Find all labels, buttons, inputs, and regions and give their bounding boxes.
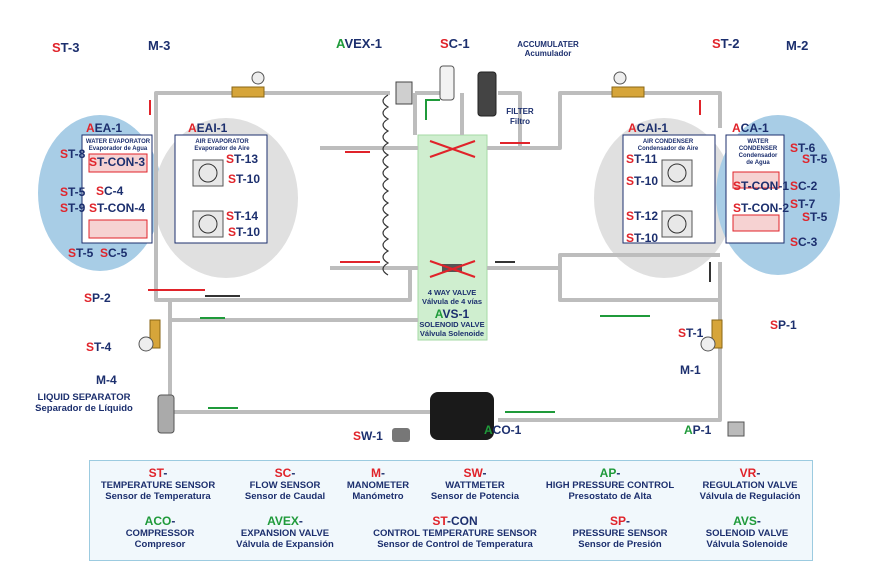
st5-label-b: ST-5 <box>68 246 94 260</box>
water-evaporator-label-en: WATER EVAPORATOR <box>86 139 151 145</box>
aco1-label: ACO-1 <box>484 423 522 437</box>
liquid-separator <box>157 394 175 434</box>
accumulator <box>477 71 497 117</box>
air-evaporator-label-en: AIR EVAPORATOR <box>195 139 249 145</box>
st6-label: ST-6 <box>790 141 816 155</box>
water-evaporator-box <box>81 134 153 244</box>
st3-label: ST-3 <box>52 40 79 55</box>
sp2-fitting <box>138 319 161 352</box>
sc4-label: SC-4 <box>96 184 124 198</box>
m1-label: M-1 <box>680 363 701 377</box>
flow-sensor-sc1 <box>439 65 455 101</box>
avex1-label: AVEX-1 <box>336 36 382 51</box>
air-condenser-label-es: Condensador de Aire <box>638 146 699 152</box>
compressor <box>430 392 494 440</box>
st2-label: ST-2 <box>712 36 739 51</box>
st14-label: ST-14 <box>226 209 258 223</box>
solenoid-valve-label-en: SOLENOID VALVE <box>419 320 484 329</box>
st13-label: ST-13 <box>226 152 258 166</box>
avs1-label: AVS-1 <box>435 307 470 321</box>
st10-label-d: ST-10 <box>626 231 658 245</box>
m4-label: M-4 <box>96 373 117 387</box>
st10-label-b: ST-10 <box>228 225 260 239</box>
sp1-label: SP-1 <box>770 318 797 332</box>
st11-label: ST-11 <box>626 152 658 166</box>
m3-label: M-3 <box>148 38 170 53</box>
water-condenser-label-4: de Agua <box>746 160 770 166</box>
liquid-separator-label-en: LIQUID SEPARATOR <box>38 392 131 403</box>
filter-label-en: FILTER <box>506 107 534 116</box>
st8-label: ST-8 <box>60 147 86 161</box>
water-evaporator-label-es: Evaporador de Agua <box>89 146 148 152</box>
st5-label-c: ST-5 <box>802 152 828 166</box>
m2-label: M-2 <box>786 38 808 53</box>
expansion-coil <box>382 94 390 276</box>
four-way-valve-label-es: Válvula de 4 vías <box>422 297 482 306</box>
air-evaporator-label-es: Evaporador de Aire <box>194 146 250 152</box>
high-pressure-switch <box>727 421 745 437</box>
st1-label: ST-1 <box>678 326 704 340</box>
water-condenser-label-3: Condensador <box>739 153 778 159</box>
accumulator-label-en: ACCUMULATER <box>517 40 579 49</box>
water-condenser-label-1: WATER <box>747 139 769 145</box>
sp1-fitting <box>700 319 723 352</box>
sc3-label: SC-3 <box>790 235 818 249</box>
air-evaporator-box <box>174 134 268 244</box>
sc5-label: SC-5 <box>100 246 128 260</box>
air-condenser-label-en: AIR CONDENSER <box>643 139 694 145</box>
st10-label-a: ST-10 <box>228 172 260 186</box>
aeai1-label: AEAI-1 <box>188 121 228 135</box>
filter-label-es: Filtro <box>510 117 530 126</box>
water-condenser-label-2: CONDENSER <box>739 146 778 152</box>
stcon2-label: ST-CON-2 <box>733 201 789 215</box>
stcon4-label: ST-CON-4 <box>89 201 145 215</box>
st3-heat-exchanger <box>231 71 265 98</box>
flow-arrows <box>148 99 711 413</box>
expansion-valve <box>395 81 413 105</box>
wattmeter <box>392 428 410 442</box>
four-way-valve-label-en: 4 WAY VALVE <box>428 288 477 297</box>
water-condenser-box <box>725 134 785 244</box>
acai1-label: ACAI-1 <box>628 121 668 135</box>
liquid-separator-label-es: Separador de Líquido <box>35 403 133 414</box>
st12-label: ST-12 <box>626 209 658 223</box>
st2-heat-exchanger <box>611 71 645 98</box>
st7-label: ST-7 <box>790 197 816 211</box>
st10-label-c: ST-10 <box>626 174 658 188</box>
aca1-label: ACA-1 <box>732 121 769 135</box>
sc2-label: SC-2 <box>790 179 818 193</box>
stcon3-label: ST-CON-3 <box>89 155 145 169</box>
sp2-label: SP-2 <box>84 291 111 305</box>
st5-label-d: ST-5 <box>802 210 828 224</box>
sw1-label: SW-1 <box>353 429 383 443</box>
st5-label-a: ST-5 <box>60 185 86 199</box>
four-way-valve <box>429 140 476 278</box>
refrigerant-pipes <box>154 91 722 422</box>
air-condenser-box <box>622 134 716 244</box>
valve-panel <box>417 134 488 341</box>
ap1-label: AP-1 <box>684 423 712 437</box>
st4-label: ST-4 <box>86 340 112 354</box>
solenoid-valve-label-es: Válvula Solenoide <box>420 329 484 338</box>
stcon1-label: ST-CON-1 <box>733 179 789 193</box>
aea1-label: AEA-1 <box>86 121 122 135</box>
sc1-label: SC-1 <box>440 36 470 51</box>
st9-label: ST-9 <box>60 201 86 215</box>
accumulator-label-es: Acumulador <box>525 49 572 58</box>
